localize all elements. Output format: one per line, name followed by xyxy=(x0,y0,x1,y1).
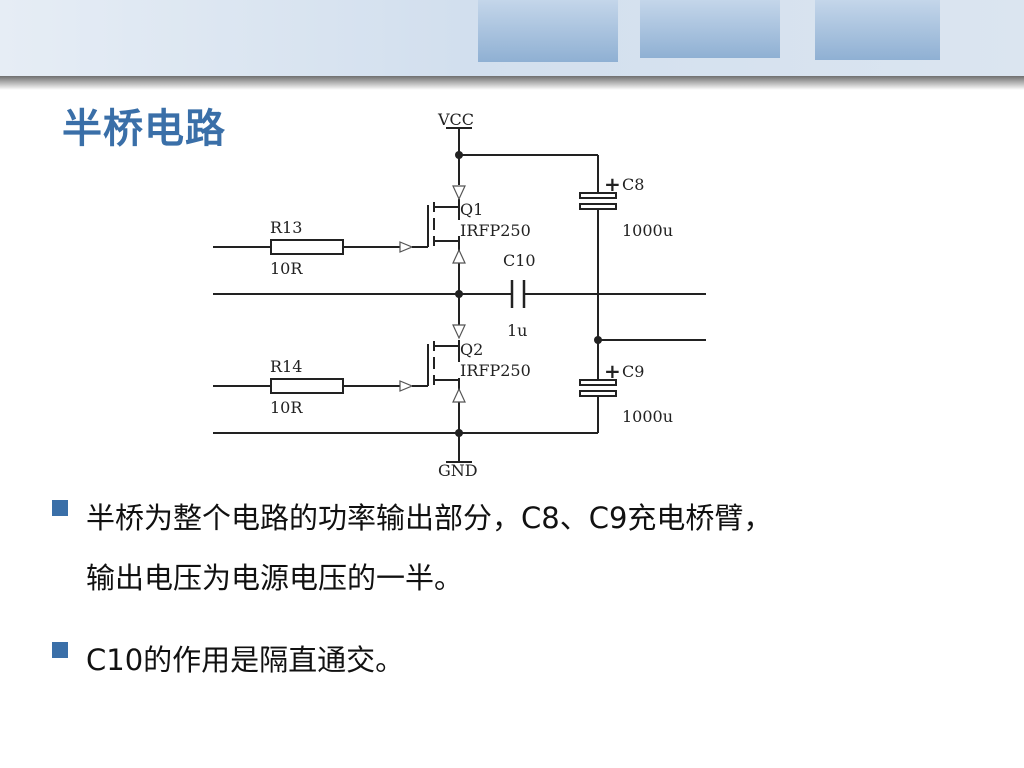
c8-capacitor xyxy=(579,192,617,210)
r14-ref-label: R14 xyxy=(270,357,302,376)
q1-ref-label: Q1 xyxy=(460,200,483,219)
bullet-2-line-1: C10的作用是隔直通交。 xyxy=(86,643,405,677)
banner-cube-3 xyxy=(815,0,940,60)
r14-resistor xyxy=(270,378,344,394)
c10-ref-label: C10 xyxy=(503,251,536,270)
bullet-1-line-2: 输出电压为电源电压的一半。 xyxy=(86,561,464,595)
bullet-text-2: C10的作用是隔直通交。 xyxy=(86,630,404,690)
c8-plus-label: + xyxy=(604,172,621,196)
q1-part-label: IRFP250 xyxy=(460,221,531,240)
bullet-square-icon xyxy=(52,642,68,658)
c10-capacitor xyxy=(510,280,526,308)
bullet-square-icon xyxy=(52,500,68,516)
c8-ref-label: C8 xyxy=(622,175,644,194)
bullet-1-line-1: 半桥为整个电路的功率输出部分，C8、C9充电桥臂， xyxy=(86,501,773,535)
c9-capacitor xyxy=(579,379,617,397)
r13-ref-label: R13 xyxy=(270,218,302,237)
r13-value-label: 10R xyxy=(270,259,303,278)
c9-ref-label: C9 xyxy=(622,362,644,381)
bullet-item-1: 半桥为整个电路的功率输出部分，C8、C9充电桥臂， 输出电压为电源电压的一半。 xyxy=(52,488,982,608)
bullet-text-1: 半桥为整个电路的功率输出部分，C8、C9充电桥臂， 输出电压为电源电压的一半。 xyxy=(86,488,772,608)
bullet-item-2: C10的作用是隔直通交。 xyxy=(52,630,982,690)
banner-cube-2 xyxy=(640,0,780,58)
banner-cube-1 xyxy=(478,0,618,62)
junction-dots xyxy=(455,151,602,437)
q2-ref-label: Q2 xyxy=(460,340,483,359)
q1-mosfet-symbol xyxy=(399,185,466,264)
c9-value-label: 1000u xyxy=(622,407,673,426)
page-title: 半桥电路 xyxy=(62,106,226,152)
c9-plus-label: + xyxy=(604,359,621,383)
header-banner xyxy=(0,0,1024,90)
r14-value-label: 10R xyxy=(270,398,303,417)
c8-value-label: 1000u xyxy=(622,221,673,240)
half-bridge-schematic: VCC GND Q1 IRFP250 Q2 IRFP250 R13 10R R1… xyxy=(213,110,706,480)
r13-resistor xyxy=(270,239,344,255)
vcc-label: VCC xyxy=(437,110,474,129)
q2-mosfet-symbol xyxy=(399,324,466,403)
gnd-label: GND xyxy=(438,461,478,480)
q2-part-label: IRFP250 xyxy=(460,361,531,380)
c10-value-label: 1u xyxy=(507,321,527,340)
